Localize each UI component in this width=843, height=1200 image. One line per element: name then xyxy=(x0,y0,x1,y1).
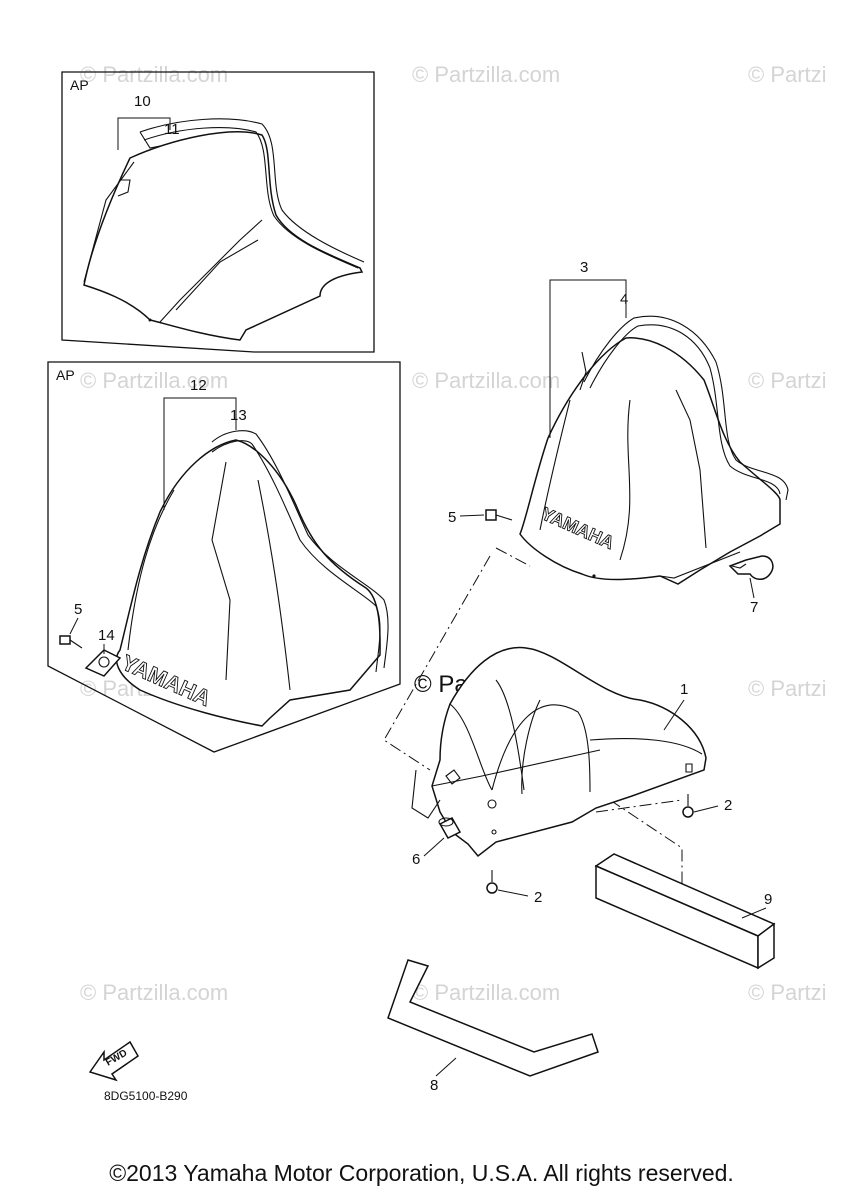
callout-7: 7 xyxy=(750,599,758,616)
callout-14: 14 xyxy=(98,627,115,644)
callout-4: 4 xyxy=(620,291,628,308)
foam-block-9[interactable] xyxy=(594,853,776,970)
ap-label: AP xyxy=(70,77,89,93)
option-frame-1: AP 10 11 xyxy=(61,71,375,353)
watermark: © Partzi xyxy=(748,62,827,87)
bracket-3 xyxy=(549,279,627,438)
bracket-12 xyxy=(163,397,237,510)
watermark-layer: © Partzilla.com © Partzilla.com © Partzi… xyxy=(80,62,827,1005)
watermark: © Partzilla.com xyxy=(80,62,228,87)
callout-9: 9 xyxy=(764,891,772,908)
callout-8: 8 xyxy=(430,1077,438,1094)
bolt-2-bottom[interactable] xyxy=(486,870,498,894)
callout-2: 2 xyxy=(724,797,732,814)
cowling-1[interactable] xyxy=(411,646,707,858)
trim-strip-13[interactable] xyxy=(211,430,389,673)
trim-strip-11[interactable] xyxy=(139,118,365,269)
watermark: © Partzi xyxy=(748,980,827,1005)
callout-13: 13 xyxy=(230,407,247,424)
seal-8[interactable] xyxy=(387,959,599,1077)
bracket-7[interactable] xyxy=(728,555,774,580)
bracket-10 xyxy=(117,117,171,150)
diagram-code: 8DG5100-B290 xyxy=(104,1089,188,1103)
windshield-option-1[interactable] xyxy=(83,131,364,341)
callout-5: 5 xyxy=(74,601,82,618)
callout-6: 6 xyxy=(412,851,420,868)
watermark: © Partzi xyxy=(748,676,827,701)
bolt-2-right[interactable] xyxy=(682,794,694,818)
grommet-6[interactable] xyxy=(438,817,462,839)
bolt-5-option[interactable] xyxy=(59,635,83,649)
callout-10: 10 xyxy=(134,93,151,110)
watermark: © Partzilla.com xyxy=(80,980,228,1005)
callout-3: 3 xyxy=(580,259,588,276)
trim-strip-4[interactable] xyxy=(579,315,789,501)
windshield-option-2[interactable]: YAMAHA xyxy=(115,439,381,727)
bolt-5[interactable] xyxy=(485,509,513,521)
copyright-notice: ©2013 Yamaha Motor Corporation, U.S.A. A… xyxy=(109,1160,734,1186)
watermark: © Partzi xyxy=(748,368,827,393)
callout-1: 1 xyxy=(680,681,688,698)
watermark: © Partzilla.com xyxy=(412,62,560,87)
callout-2: 2 xyxy=(534,889,542,906)
main-windshield-group: YAMAHA 3 4 5 7 xyxy=(448,259,789,616)
callout-5: 5 xyxy=(448,509,456,526)
option-frame-2: AP YAMAHA 12 13 5 14 xyxy=(47,361,401,753)
ap-label: AP xyxy=(56,367,75,383)
callout-12: 12 xyxy=(190,377,207,394)
windshield-3[interactable]: YAMAHA xyxy=(519,337,781,585)
watermark: © Partzilla.com xyxy=(412,368,560,393)
watermark: © Partzilla.com xyxy=(412,980,560,1005)
watermark: © Partzilla.com xyxy=(80,368,228,393)
decal-14[interactable] xyxy=(84,649,122,677)
fwd-arrow-icon: FWD xyxy=(88,1040,139,1082)
callout-11: 11 xyxy=(164,121,180,138)
